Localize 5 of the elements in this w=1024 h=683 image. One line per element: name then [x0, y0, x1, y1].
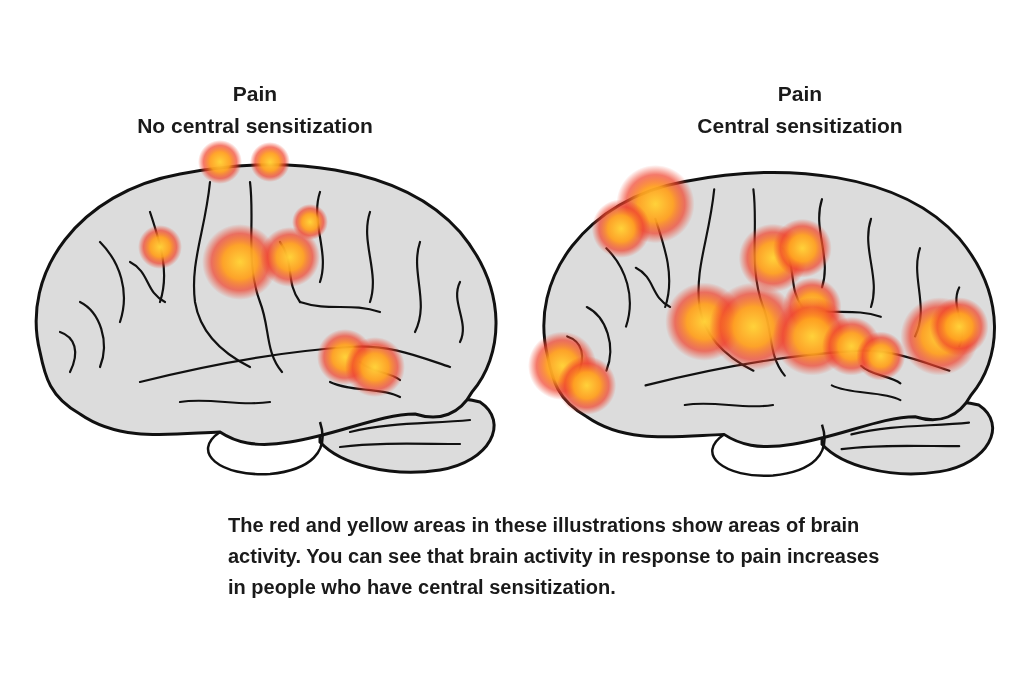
panel-heading: Pain	[231, 81, 279, 107]
panel-heading: Pain	[776, 81, 824, 107]
panel-subheading: Central sensitization	[696, 113, 904, 139]
panel-subheading: No central sensitization	[136, 113, 374, 139]
caption-text: The red and yellow areas in these illustrations show areas of brain activity. You can see that brain activity in response to pain increases in people who have central sensitization.	[228, 513, 881, 600]
